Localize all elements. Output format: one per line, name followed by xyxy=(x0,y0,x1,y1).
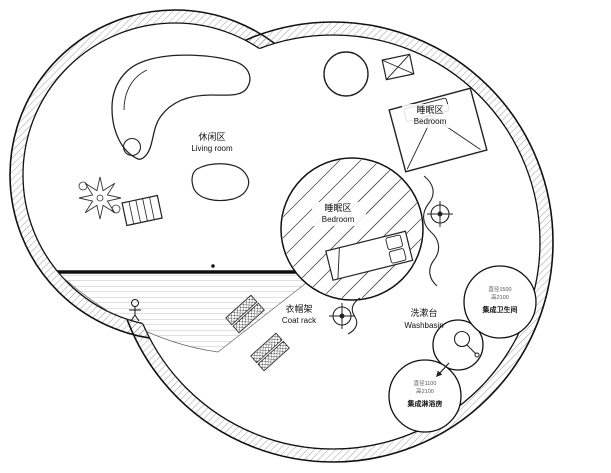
curtain-line-bottom xyxy=(347,297,361,335)
bedroom-upper-label-bg xyxy=(402,104,458,128)
plant-flower-1 xyxy=(78,181,88,191)
figure-icon xyxy=(129,299,141,322)
vent-symbol xyxy=(381,53,415,81)
coffee-table xyxy=(191,163,250,202)
armchair xyxy=(121,194,163,227)
bedroom-center-label-zh: 睡眠区 xyxy=(324,202,351,213)
bedroom-center-label-en: Bedroom xyxy=(322,215,355,224)
furniture-layer xyxy=(78,51,488,372)
curved-sofa xyxy=(111,54,251,160)
bed-center-pillow-2 xyxy=(388,248,407,264)
washbasin-label-zh: 洗漱台 xyxy=(410,307,437,318)
coat-rack-2 xyxy=(250,332,290,372)
labels: 休闲区 Living room 睡眠区 Bedroom 睡眠区 Bedroom … xyxy=(191,104,518,408)
deck-area xyxy=(56,271,311,353)
coat-rack-label-zh: 衣帽架 xyxy=(285,303,312,314)
round-table xyxy=(323,51,369,97)
direction-arrow xyxy=(436,362,450,377)
bed-center xyxy=(325,230,414,281)
plant-flower-2 xyxy=(111,204,121,214)
sofa-end-swirl xyxy=(122,137,142,157)
living-room-label-zh: 休闲区 xyxy=(198,131,225,142)
shower-pod-dim-1: 直径1100 xyxy=(414,379,437,387)
washbasin-label-en: Washbasin xyxy=(404,321,443,330)
center-bedroom-contents xyxy=(282,159,422,299)
faucet-icon xyxy=(453,330,480,358)
bathroom-pod-dim-1: 直径1500 xyxy=(488,285,511,293)
bathroom-pod-dim-2: 高2100 xyxy=(491,293,509,301)
diagonal-hatch xyxy=(282,159,422,299)
plant-pot xyxy=(96,194,104,202)
column-dot xyxy=(211,264,215,268)
bedroom-center-label-bg xyxy=(312,202,366,226)
sanitary-pods xyxy=(388,265,537,433)
ceiling-fan-icon xyxy=(427,201,453,227)
shower-pod-circle xyxy=(388,359,462,433)
sofa-back-line xyxy=(123,69,148,111)
coat-rack-1 xyxy=(225,294,265,334)
center-bedroom-circle xyxy=(280,157,424,301)
plant-leaves xyxy=(78,176,122,220)
bathroom-pod-circle xyxy=(463,265,537,339)
living-room-label-en: Living room xyxy=(191,144,233,153)
curtain-line-right xyxy=(423,175,440,287)
bed-center-fold xyxy=(337,247,340,280)
bed-center-pillow-1 xyxy=(385,234,403,250)
bedroom-upper-label-zh: 睡眠区 xyxy=(416,104,443,115)
plant xyxy=(78,176,122,220)
ceiling-fan-icon xyxy=(329,303,355,329)
shower-pod-label: 集成淋浴房 xyxy=(407,399,443,408)
entry-deck xyxy=(50,266,311,353)
coat-rack-label-en: Coat rack xyxy=(282,316,317,325)
bathroom-pod-label: 集成卫生间 xyxy=(482,305,518,314)
bedroom-upper-label-en: Bedroom xyxy=(414,117,447,126)
shower-pod-dim-2: 高2100 xyxy=(416,387,434,395)
